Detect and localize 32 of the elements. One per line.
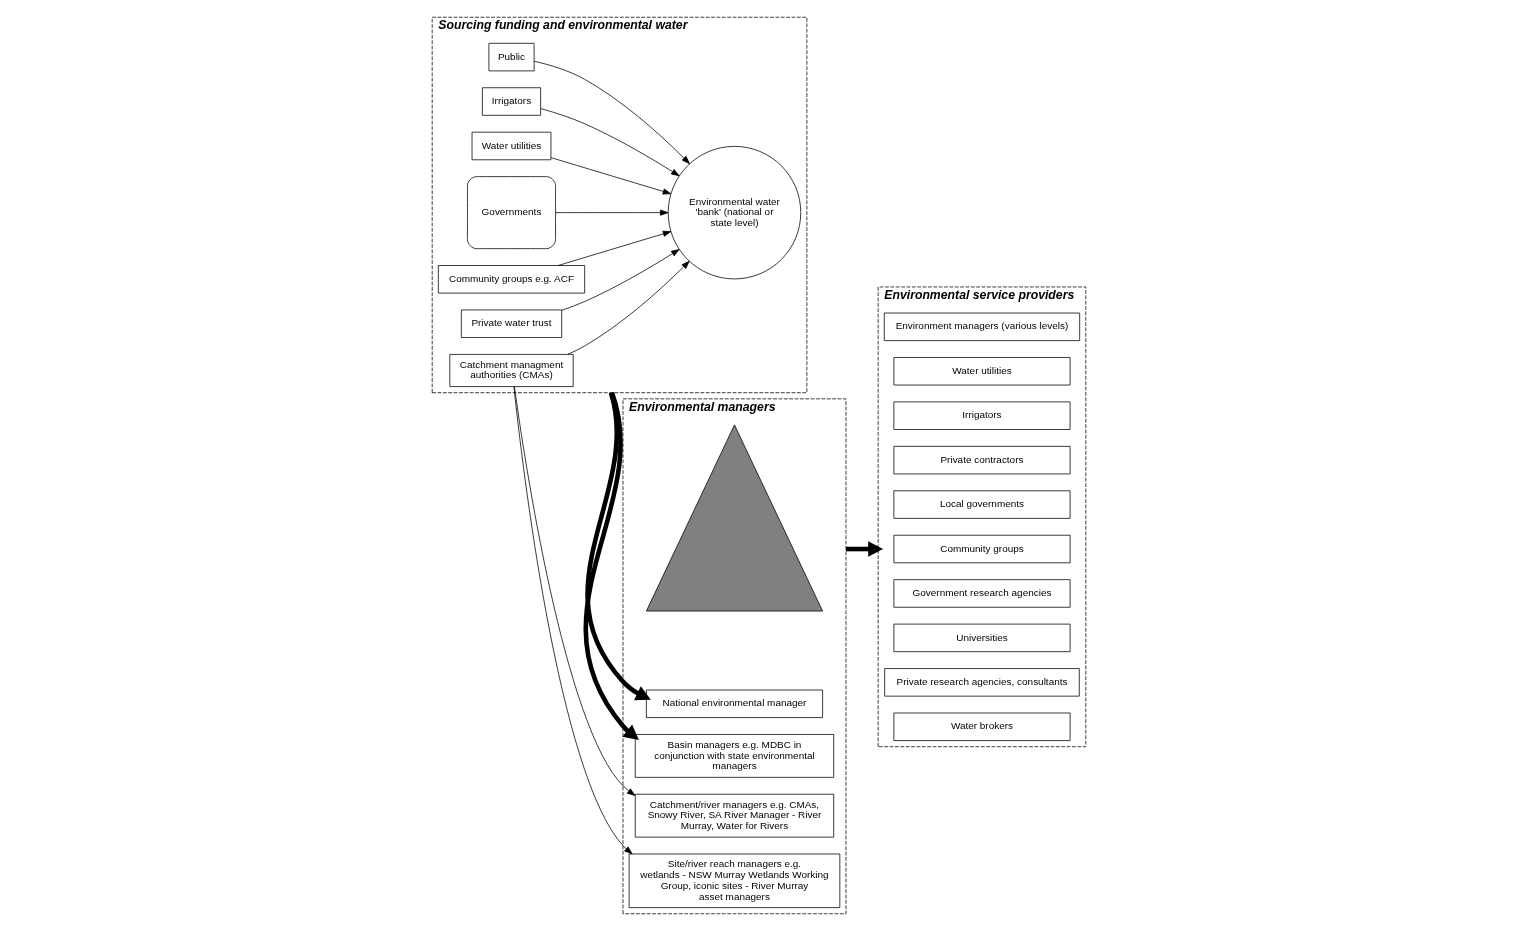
node-box: Community groups	[892, 534, 1070, 564]
node-box: Community groups e.g. ACF	[437, 265, 585, 294]
node-box: Catchment managment authorities (CMAs)	[448, 354, 574, 387]
node-box: Water utilities	[892, 357, 1070, 386]
node-box: Catchment/river managers e.g. CMAs, Snowy River, SA River Manager - River Murray, Water for Rivers	[634, 793, 834, 838]
node-box: National environmental manager	[645, 689, 823, 718]
arrow	[554, 209, 668, 216]
arrow	[560, 249, 680, 311]
node-box: Irrigators	[481, 87, 541, 116]
arrow	[539, 108, 680, 177]
arrow	[550, 157, 671, 195]
node-box: Water brokers	[892, 712, 1070, 741]
node-box: Local governments	[892, 490, 1070, 519]
node-box: Public	[488, 42, 534, 72]
arrow	[557, 230, 671, 266]
node-box: Private research agencies, consultants	[883, 668, 1080, 697]
arrow	[585, 392, 651, 701]
node-box: Universities	[892, 623, 1070, 653]
node-box: Site/river reach managers e.g. wetlands - NSW Murray Wetlands Working Group, iconic sites - River Murray asset managers	[628, 853, 840, 908]
node-triangle	[645, 424, 823, 612]
node-box: Private contractors	[892, 445, 1070, 475]
arrow	[845, 541, 883, 557]
node-box: Basin managers e.g. MDBC in conjunction with state environmental managers	[634, 734, 834, 778]
arrow	[533, 60, 690, 165]
node-box: Environment managers (various levels)	[883, 312, 1080, 341]
arrow	[583, 392, 639, 741]
node-box: Irrigators	[892, 401, 1070, 430]
node-box: Government research agencies	[892, 579, 1070, 608]
arrow	[566, 260, 690, 355]
node-box: Governments	[466, 176, 556, 250]
node-box: Private water trust	[460, 309, 562, 338]
node-box: Water utilities	[471, 131, 551, 161]
